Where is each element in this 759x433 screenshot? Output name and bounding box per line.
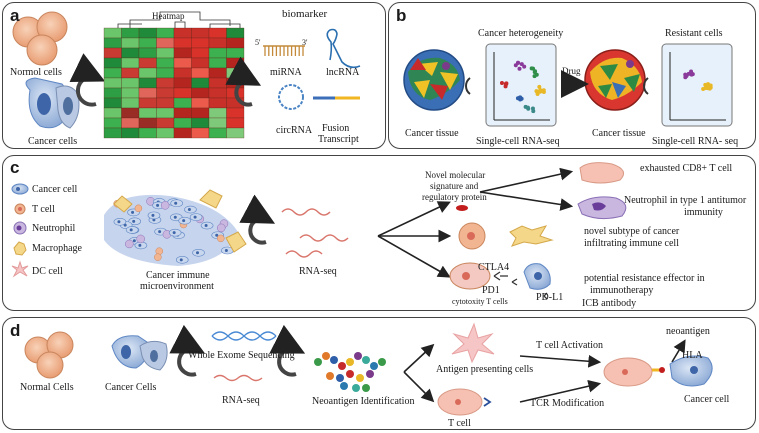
apc-icon — [451, 322, 495, 364]
heatmap-title: Heatmap — [152, 11, 185, 21]
signature-label-2: signature and — [430, 181, 479, 191]
panel-a-label: a — [10, 6, 20, 25]
out-subtype-label-1: novel subtype of cancer — [584, 226, 680, 237]
lncrna-label: lncRNA — [326, 67, 360, 78]
rnaseq-label-c: RNA-seq — [299, 266, 337, 277]
microenv-label-1: Cancer immune — [146, 270, 210, 281]
panel-b-label: b — [396, 6, 407, 25]
fusion-label-2: Transcript — [318, 134, 359, 145]
tcell-label-d: T cell — [448, 418, 471, 429]
dna-helix-icon — [211, 331, 277, 341]
cancer-label-d: Cancer Cells — [105, 382, 157, 393]
bracket-b2 — [643, 77, 649, 95]
out-neut-label-1: Neutrophil in type 1 antitumor — [624, 195, 747, 206]
cancer-cell-pdl1-icon — [523, 263, 551, 290]
signature-label-1: Novel molecular — [425, 170, 486, 180]
hla-label: HLA — [682, 350, 703, 361]
normal-label-d: Normal Cells — [20, 382, 74, 393]
curved-arrow-c — [239, 194, 276, 245]
neoantigen-label: neoantigen — [666, 326, 710, 337]
legend-dc-cell: DC cell — [32, 266, 63, 277]
tissue-label-2: Cancer tissue — [592, 128, 646, 139]
rna-wave-icon-d — [213, 374, 263, 382]
mirna-icon — [263, 45, 305, 56]
curved-arrow-d2 — [269, 324, 306, 377]
regulatory-protein-icon — [456, 205, 468, 211]
heterogeneity-label: Cancer heterogeneity — [478, 28, 564, 39]
legend-cancer-cell: Cancer cell — [32, 184, 78, 195]
neutrophil-icon — [577, 196, 627, 220]
rnaseq-label-d: RNA-seq — [222, 395, 260, 406]
scatter-plot-icon-2 — [661, 43, 733, 127]
cancer-cell-label-d: Cancer cell — [684, 394, 730, 405]
pdl1-label: PD-L1 — [536, 292, 564, 303]
out-resist-label-1: potential resistance effector in — [584, 273, 705, 284]
legend-neutrophil: Neutrophil — [32, 223, 76, 234]
ctla4-label: CTLA4 — [478, 262, 510, 273]
legend-icons — [11, 183, 29, 278]
tcell-cancer-interaction-icon — [603, 355, 713, 387]
panel-d-label: d — [10, 321, 21, 340]
resistant-label: Resistant cells — [665, 28, 723, 39]
antibody-icon — [493, 271, 548, 300]
mirna-label: miRNA — [270, 67, 302, 78]
cd8-tcell-icon — [579, 162, 625, 184]
out-subtype-label-2: infiltrating immune cell — [584, 238, 679, 249]
wes-label: Whole Exome Sequencing — [188, 350, 295, 361]
pd1-label: PD1 — [482, 285, 500, 296]
circrna-label: circRNA — [276, 125, 313, 136]
cancer-cells-icon — [25, 77, 80, 129]
mirna-3-label: 3' — [302, 38, 308, 47]
lncrna-icon — [326, 28, 361, 69]
activation-label: T cell Activation — [536, 340, 604, 351]
cytotoxic-tcell-icon — [449, 262, 491, 290]
rna-wave-icon — [281, 208, 349, 258]
out-cd8-label: exhausted CD8+ T cell — [640, 163, 733, 174]
branch-arrows-c — [377, 167, 574, 278]
t-cell-d-icon — [437, 388, 492, 416]
tissue-label-1: Cancer tissue — [405, 128, 459, 139]
out-neut-label-2: immunity — [684, 207, 723, 218]
cancer-cells-label: Cancer cells — [28, 136, 78, 147]
scatter-plot-icon — [485, 43, 557, 127]
tcr-label: TCR Modification — [530, 398, 605, 409]
seq-label-1: Single-cell RNA-seq — [476, 136, 560, 147]
cancer-tissue-icon-2 — [584, 49, 646, 111]
apc-label: Antigen presenting cells — [436, 364, 534, 375]
curved-arrow-a1 — [69, 53, 106, 107]
seq-label-2: Single-cell RNA- seq — [652, 136, 739, 147]
cytotoxic-label: cytotoxity T cells — [452, 297, 508, 306]
normal-cells-icon — [12, 11, 68, 66]
cancer-cells-icon-d — [111, 335, 168, 371]
bracket-b1 — [465, 77, 471, 95]
microenvironment-icon — [104, 189, 247, 266]
macrophage-icon — [509, 225, 554, 247]
out-resist-label-2: immunotherapy — [590, 285, 654, 296]
curved-arrow-d1 — [169, 324, 206, 377]
fusion-label-1: Fusion — [322, 123, 350, 134]
legend-macrophage: Macrophage — [32, 243, 82, 254]
panel-c-label: c — [10, 158, 20, 177]
cancer-tissue-icon — [403, 49, 465, 111]
icb-label: ICB antibody — [582, 298, 637, 309]
circrna-icon — [278, 84, 304, 110]
drug-label: Drug — [562, 66, 581, 76]
neo-id-label: Neoantigen Identification — [312, 396, 415, 407]
t-cell-icon — [458, 222, 486, 250]
heatmap-icon — [103, 11, 245, 139]
legend-t-cell: T cell — [32, 204, 55, 215]
signature-label-3: regulatory protein — [422, 192, 487, 202]
biomarker-title: biomarker — [282, 8, 328, 20]
branch-arrows-d — [403, 339, 686, 403]
microenv-label-2: microenvironment — [140, 281, 214, 292]
normal-cells-icon-d — [24, 331, 74, 379]
curved-arrow-a2 — [225, 56, 262, 107]
normal-cells-label: Normol cells — [10, 67, 62, 78]
peptide-beads-icon — [314, 352, 386, 392]
mirna-5-label: 5' — [255, 38, 261, 47]
